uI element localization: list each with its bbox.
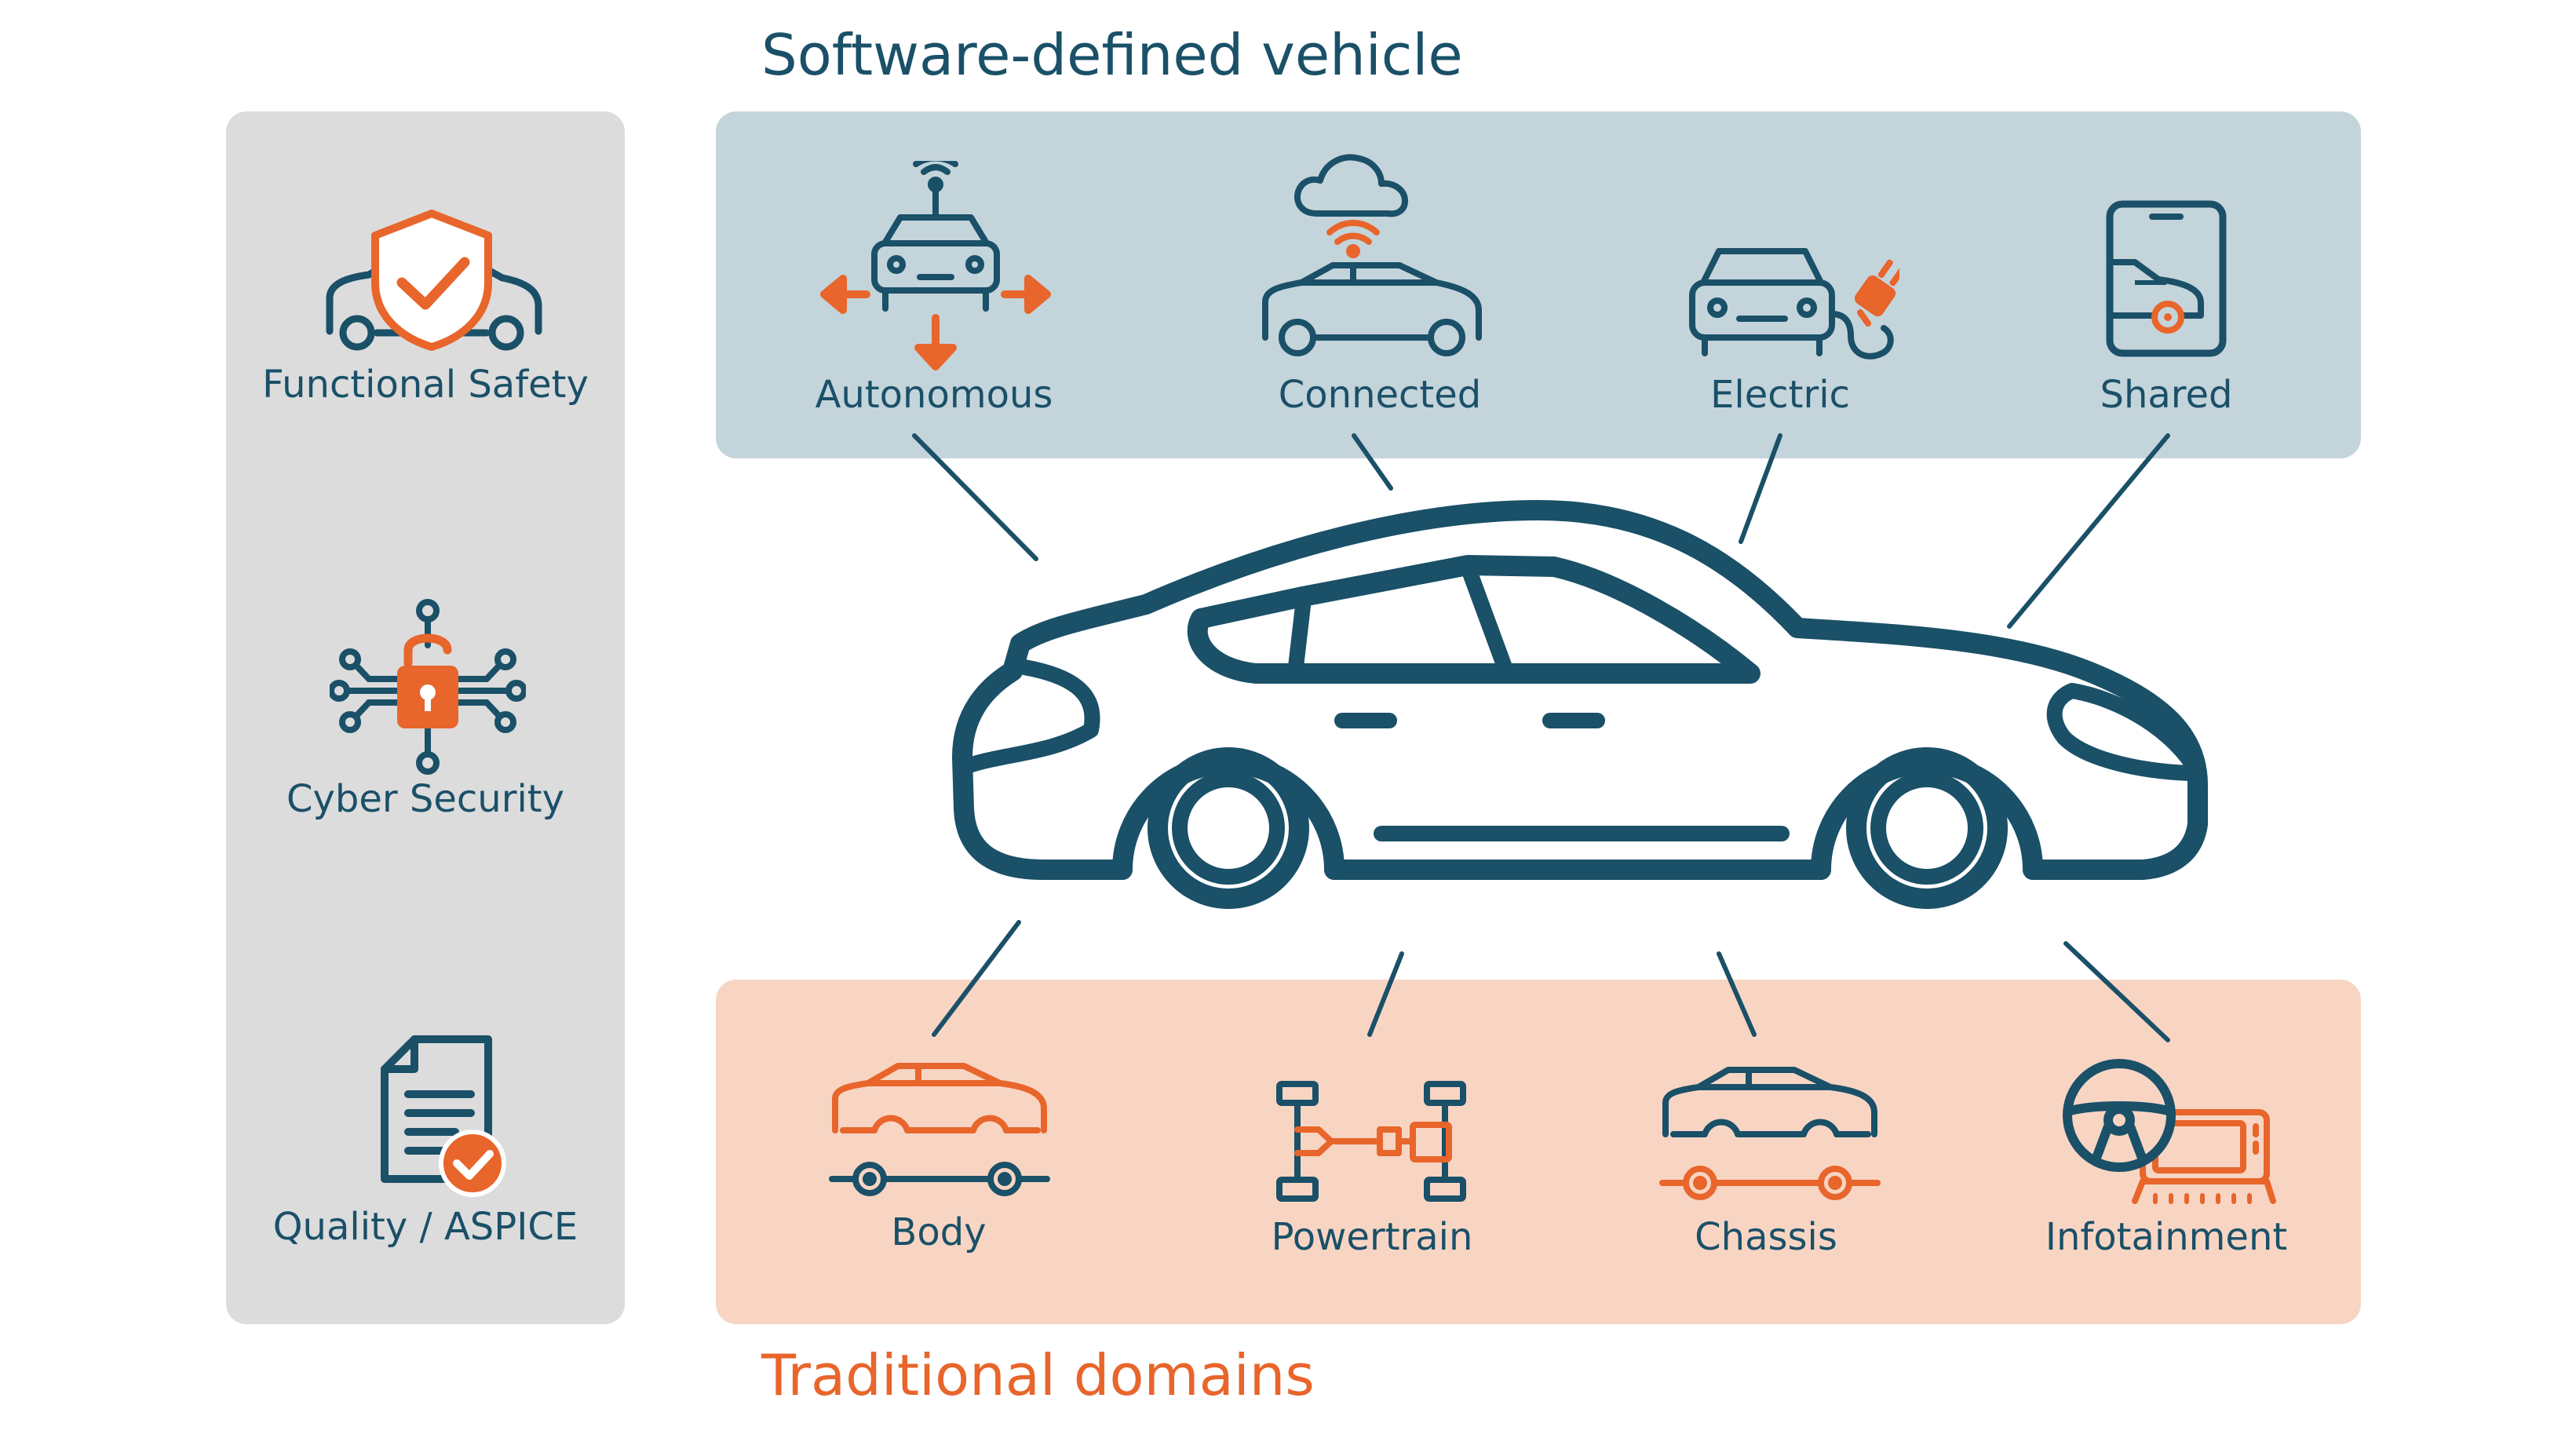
connector-infotainment	[2063, 941, 2170, 1042]
electric-car-icon	[1689, 248, 1899, 360]
label-functional-safety: Functional Safety	[262, 363, 589, 407]
steering-wheel-screen-icon	[2063, 1059, 2276, 1204]
title-traditional-domains: Traditional domains	[761, 1342, 1315, 1408]
label-quality-aspice: Quality / ASPICE	[272, 1205, 578, 1249]
central-car-icon	[952, 500, 2208, 909]
label-connected: Connected	[1278, 373, 1482, 417]
chassis-icon	[1659, 1067, 1881, 1200]
connector-electric	[1739, 433, 1782, 544]
title-software-defined-vehicle: Software-defined vehicle	[761, 22, 1463, 88]
label-body: Body	[891, 1210, 987, 1254]
phone-car-icon	[2106, 200, 2227, 357]
connector-chassis	[1717, 951, 1757, 1037]
shield-car-icon	[326, 210, 542, 351]
connector-autonomous	[912, 433, 1038, 561]
connector-shared	[2007, 433, 2170, 629]
document-check-icon	[381, 1035, 506, 1197]
label-autonomous: Autonomous	[815, 373, 1053, 417]
connector-powertrain	[1367, 951, 1404, 1037]
label-infotainment: Infotainment	[2045, 1215, 2288, 1259]
padlock-circuit-icon	[330, 599, 526, 775]
label-powertrain: Powertrain	[1271, 1215, 1473, 1259]
connector-lines	[912, 433, 2170, 1042]
autonomous-car-icon	[820, 161, 1051, 370]
cloud-car-icon	[1262, 154, 1482, 356]
label-shared: Shared	[2100, 373, 2233, 417]
label-cyber-security: Cyber Security	[286, 777, 565, 821]
label-chassis: Chassis	[1695, 1215, 1837, 1259]
connector-connected	[1352, 433, 1393, 491]
top-panel	[716, 111, 2361, 458]
connector-body	[932, 920, 1021, 1037]
label-electric: Electric	[1710, 373, 1850, 417]
car-body-icon	[829, 1063, 1050, 1196]
powertrain-icon	[1276, 1081, 1466, 1202]
